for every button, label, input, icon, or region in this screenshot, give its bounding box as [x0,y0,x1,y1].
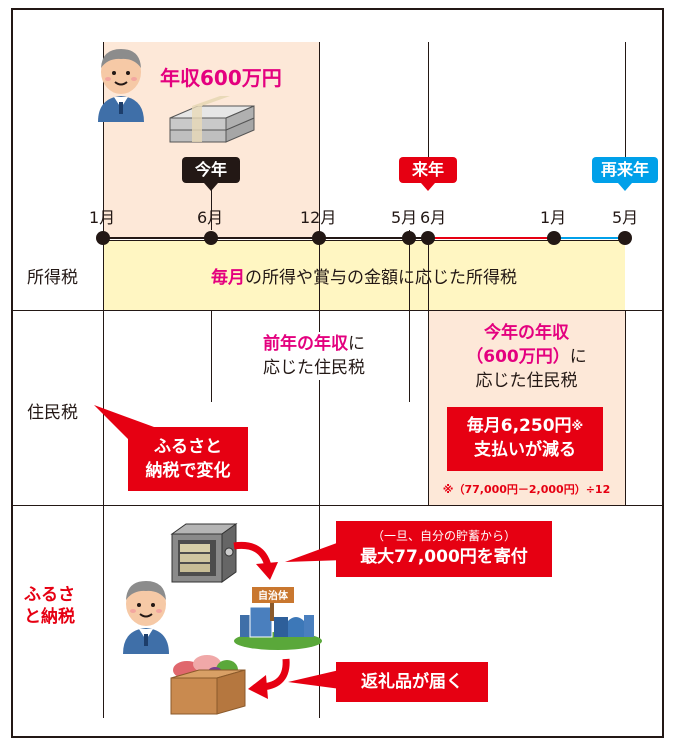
income-tax-highlight: 毎月 [211,268,245,288]
furusato-label-line: と納税 [24,607,75,627]
resident-next-text: 今年の年収 （600万円）に 応じた住民税 [428,321,625,393]
resident-next-line1: 今年の年収 [484,323,569,343]
next-year-badge: 来年 [399,157,457,191]
resident-prev-highlight: 前年の年収 [263,334,348,354]
monthly-reduction-amount: 毎月6,250円 [466,416,572,436]
guide-line [211,160,212,230]
income-tax-label: 所得税 [27,268,78,288]
money-bundle-icon [169,96,255,143]
guide-line [409,230,410,402]
month-label: 5月 [612,208,639,227]
guide-line [625,42,626,157]
month-label: 12月 [300,208,337,227]
timeline-dot [204,231,218,245]
month-label: 1月 [540,208,567,227]
furusato-change-line: 納税で変化 [145,461,231,481]
resident-tax-label: 住民税 [27,403,78,423]
guide-line [319,42,320,718]
month-label: 6月 [420,208,447,227]
income-label: 年収600万円 [160,66,282,90]
person-icon [123,581,169,654]
year-after-next-badge: 再来年 [592,157,658,191]
safe-icon [170,523,238,583]
timeline-dot [618,231,632,245]
person-icon [98,49,144,122]
guide-line [428,237,429,505]
furusato-label-line: ふるさ [24,585,75,605]
resident-prev-suffix: に [348,334,365,354]
timeline-line [103,237,625,239]
arrow-icon [233,541,278,580]
callout-pointer [288,668,348,690]
monthly-reduction-text: 支払いが減る [474,440,576,460]
resident-prev-line2: 応じた住民税 [263,358,365,378]
timeline-dot [96,231,110,245]
month-label: 5月 [391,208,418,227]
furusato-change-line: ふるさと [154,437,222,457]
month-label: 1月 [89,208,116,227]
donation-main: 最大77,000円を寄付 [360,547,528,567]
gift-callout: 返礼品が届く [336,662,488,702]
donation-small: （一旦、自分の貯蓄から） [371,529,516,543]
timeline-line-cyan [554,237,625,239]
resident-next-line2-highlight: （600万円） [466,347,570,367]
resident-prev-text: 前年の年収に 応じた住民税 [222,332,406,380]
municipality-sign: 自治体 [258,589,289,602]
furusato-change-callout: ふるさと 納税で変化 [128,427,248,491]
timeline-dot [402,231,416,245]
timeline-dot [547,231,561,245]
guide-line [211,310,212,402]
timeline-dot [421,231,435,245]
resident-next-line3: 応じた住民税 [475,371,578,391]
gift-box-icon [170,655,246,715]
arrow-icon [248,658,290,699]
timeline-line-red [428,237,554,239]
guide-line [103,42,104,718]
row-separator [11,505,664,506]
monthly-reduction-callout: 毎月6,250円※ 支払いが減る [447,407,603,471]
monthly-reduction-mark: ※ [571,419,584,433]
footnote: ※（77,000円－2,000円）÷12 [442,483,611,496]
furusato-label: ふるさ と納税 [24,584,75,628]
income-tax-body: の所得や賞与の金額に応じた所得税 [245,268,517,288]
resident-next-line2-suffix: に [569,347,587,367]
row-separator [11,310,664,311]
income-tax-band [103,240,625,311]
guide-line [428,42,429,157]
month-label: 6月 [197,208,224,227]
timeline-dot [312,231,326,245]
donation-callout: （一旦、自分の貯蓄から） 最大77,000円を寄付 [336,521,552,577]
income-tax-text: 毎月の所得や賞与の金額に応じた所得税 [103,263,625,288]
municipality-icon: 自治体 [234,587,322,650]
diagram-frame [11,8,664,738]
this-year-badge: 今年 [182,157,240,191]
callout-pointer [285,540,345,562]
